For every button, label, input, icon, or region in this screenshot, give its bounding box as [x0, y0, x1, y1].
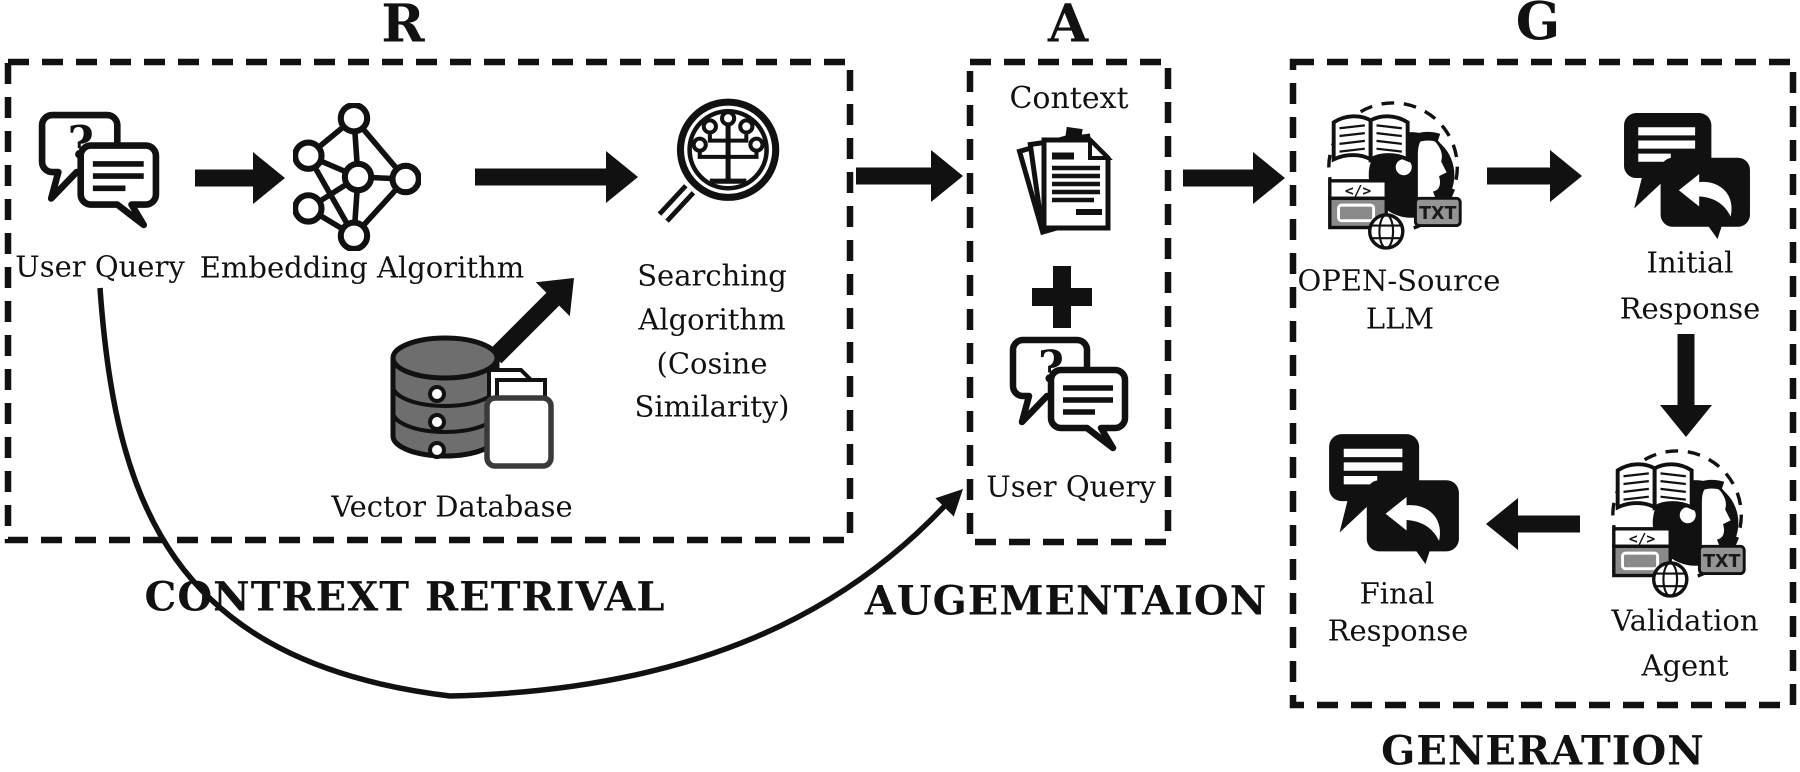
open-source-llm-label-line1: OPEN-Source: [1297, 263, 1501, 298]
retrieval-caption: CONTREXT RETRIVAL: [144, 573, 666, 621]
txt-badge-text: TXT: [1419, 204, 1456, 224]
initial-response-icon: [1622, 110, 1752, 240]
open-source-llm-label-line2: LLM: [1365, 301, 1435, 336]
validation-agent-label-line2: Agent: [1641, 648, 1729, 683]
arrow-validation-to-final: [1486, 498, 1580, 550]
validation-agent-icon: </> TXT: [1606, 444, 1752, 600]
user-query-label: User Query: [15, 249, 185, 284]
searching-label-line4: Similarity): [634, 389, 790, 424]
letter-r: R: [381, 0, 425, 55]
generation-caption: GENERATION: [1381, 727, 1705, 772]
arrow-vectordb-to-searching: [488, 278, 574, 364]
generation-box: [1289, 58, 1797, 709]
arrow-retrieval-to-augmentation: [856, 150, 963, 202]
arrow-embedding-to-searching: [475, 151, 638, 203]
code-tag-text: </>: [1629, 530, 1656, 547]
embedding-algorithm-label: Embedding Algorithm: [199, 250, 525, 285]
arrow-userquery-to-embedding: [195, 152, 285, 204]
user-query-label-augmentation: User Query: [986, 469, 1156, 504]
open-source-llm-icon: </> TXT: [1322, 96, 1468, 252]
context-label: Context: [1009, 81, 1129, 116]
validation-agent-label-line1: Validation: [1611, 603, 1759, 638]
vector-database-icon: [387, 332, 557, 484]
arrow-llm-to-initial: [1487, 150, 1582, 202]
txt-badge-text: TXT: [1703, 552, 1740, 572]
embedding-algorithm-icon: [293, 103, 421, 251]
letter-a: A: [1047, 0, 1089, 55]
final-response-label-line1: Final: [1359, 576, 1435, 611]
initial-response-label-line1: Initial: [1646, 245, 1734, 280]
final-response-icon: [1327, 432, 1461, 564]
final-response-label-line2: Response: [1327, 613, 1469, 648]
searching-algorithm-icon: [645, 92, 797, 246]
code-tag-text: </>: [1345, 182, 1372, 199]
arrow-augmentation-to-generation: [1183, 152, 1285, 204]
augmentation-caption: AUGEMENTAION: [864, 577, 1268, 625]
letter-g: G: [1515, 0, 1561, 53]
user-query-icon-augmentation: ?: [1002, 336, 1136, 452]
plus-icon: +: [1032, 266, 1092, 328]
context-documents-icon: [1014, 126, 1124, 240]
searching-label-line2: Algorithm: [638, 302, 786, 337]
retrieval-box: [4, 58, 854, 544]
searching-label-line1: Searching: [637, 258, 787, 293]
searching-label-line3: (Cosine: [656, 346, 768, 381]
userquery-to-augmentation-curve: [97, 287, 963, 699]
arrow-initial-to-validation: [1660, 334, 1712, 437]
initial-response-label-line2: Response: [1619, 291, 1761, 326]
vector-database-label: Vector Database: [331, 489, 573, 524]
user-query-icon: ?: [38, 110, 160, 230]
